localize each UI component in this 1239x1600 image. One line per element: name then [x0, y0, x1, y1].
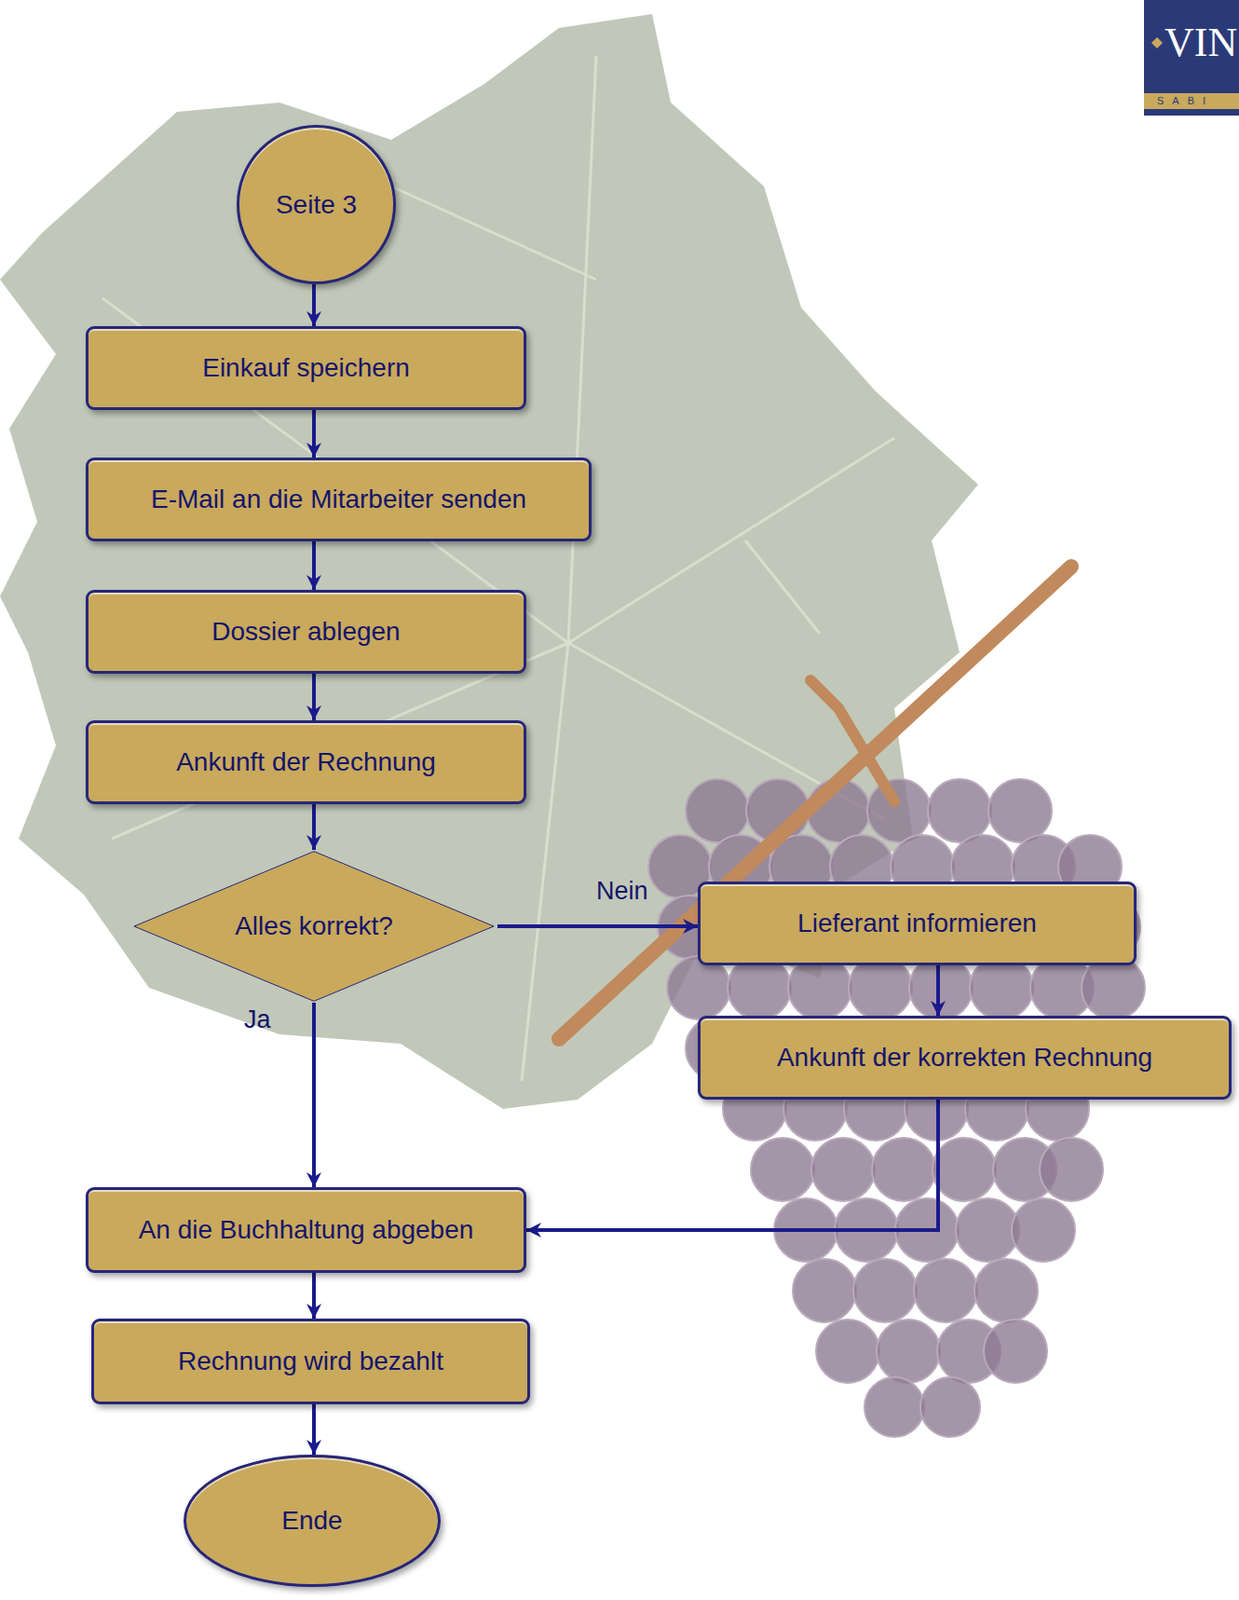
node-text: Ankunft der Rechnung	[176, 746, 436, 778]
process-box: E-Mail an die Mitarbeiter senden	[85, 457, 592, 542]
process-box: Rechnung wird bezahlt	[91, 1318, 531, 1404]
logo-text: VIN	[1164, 22, 1238, 64]
node-text: An die Buchhaltung abgeben	[138, 1213, 475, 1246]
flow-arrow	[497, 924, 698, 928]
process-box: Lieferant informieren	[697, 881, 1137, 966]
node-text: Dossier ablegen	[211, 615, 400, 648]
flow-arrow	[526, 1099, 939, 1230]
process-box: Dossier ablegen	[85, 589, 527, 674]
node-text: Lieferant informieren	[797, 907, 1037, 940]
flow-arrow	[936, 965, 940, 1016]
node-text: Seite 3	[275, 189, 357, 221]
logo-subtext: SABI	[1157, 94, 1214, 109]
terminal-ellipse: Ende	[183, 1454, 441, 1587]
decision-diamond: Alles korrekt?	[130, 849, 498, 1003]
process-box: Ankunft der Rechnung	[85, 720, 527, 804]
node-text: Ankunft der korrekten Rechnung	[776, 1041, 1153, 1074]
flow-arrow	[312, 541, 316, 590]
grape-cluster	[648, 778, 1145, 1437]
logo-badge: VIN SABI	[1143, 0, 1239, 116]
process-box: An die Buchhaltung abgeben	[85, 1186, 527, 1273]
edge-label: Nein	[596, 875, 649, 906]
vine-stem	[558, 566, 1072, 1039]
flow-arrow	[312, 1272, 316, 1319]
process-box: Ankunft der korrekten Rechnung	[697, 1015, 1232, 1100]
node-text: Ende	[281, 1504, 342, 1537]
flow-arrow	[312, 803, 316, 850]
flow-arrow	[312, 1403, 316, 1455]
flow-arrow	[312, 409, 316, 458]
node-text: E-Mail an die Mitarbeiter senden	[150, 483, 527, 516]
edge-label: Ja	[244, 1004, 272, 1035]
process-box: Einkauf speichern	[85, 326, 527, 410]
flow-arrow	[312, 673, 316, 721]
node-text: Rechnung wird bezahlt	[177, 1345, 444, 1377]
flow-arrow	[312, 284, 316, 327]
flow-arrow	[312, 1002, 316, 1187]
node-text: Einkauf speichern	[202, 352, 410, 384]
connector-circle: Seite 3	[236, 124, 396, 285]
diamond-shape	[134, 851, 494, 1002]
node-text: Alles korrekt?	[234, 910, 394, 942]
logo-bullet	[1151, 37, 1163, 49]
